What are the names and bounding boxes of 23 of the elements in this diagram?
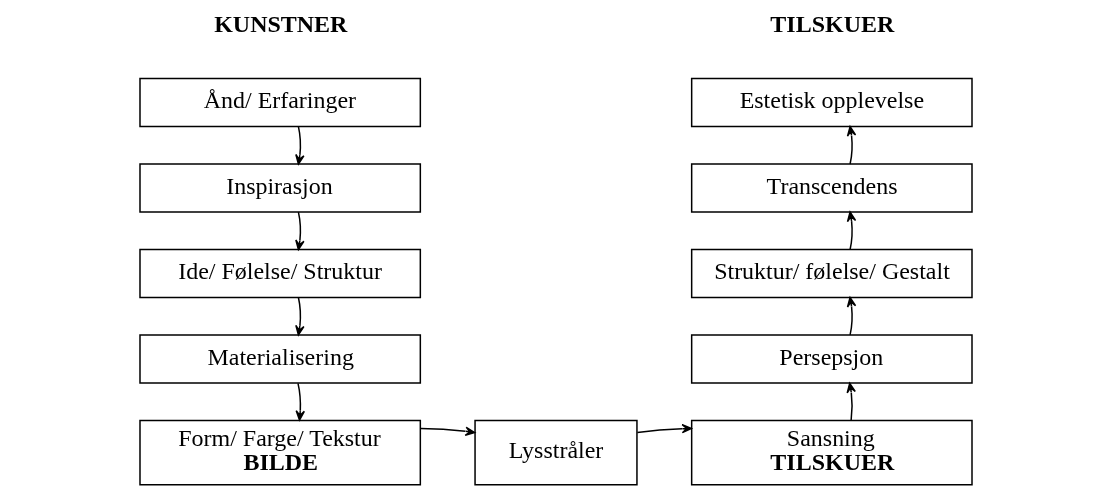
label: TILSKUER (769, 10, 894, 37)
node-box: Inspirasjon (138, 163, 421, 213)
node-box: Materialisering (138, 334, 421, 384)
node-box: Form/ Farge/ Tekstur BILDE (138, 419, 421, 486)
node-box: Ånd/ Erfaringer (138, 77, 421, 128)
arrow (419, 426, 475, 437)
arrow (636, 423, 692, 434)
arrow (846, 211, 856, 251)
arrow (294, 211, 305, 251)
arrow (846, 382, 856, 421)
node-box: Transcendens (690, 163, 973, 213)
arrow (846, 296, 856, 336)
node-box: Persepsjon (690, 334, 973, 384)
node-box: Sansning TILSKUER (690, 419, 973, 486)
node-box: Estetisk opplevelse (690, 77, 973, 128)
node-box: Lysstråler (473, 419, 638, 486)
arrow (294, 125, 305, 165)
arrow (294, 296, 305, 336)
node-box: Ide/ Følelse/ Struktur (138, 248, 421, 299)
node-box: Struktur/ følelse/ Gestalt (690, 248, 973, 299)
arrow (295, 382, 305, 421)
arrow (846, 125, 856, 165)
label: KUNSTNER (213, 10, 347, 37)
